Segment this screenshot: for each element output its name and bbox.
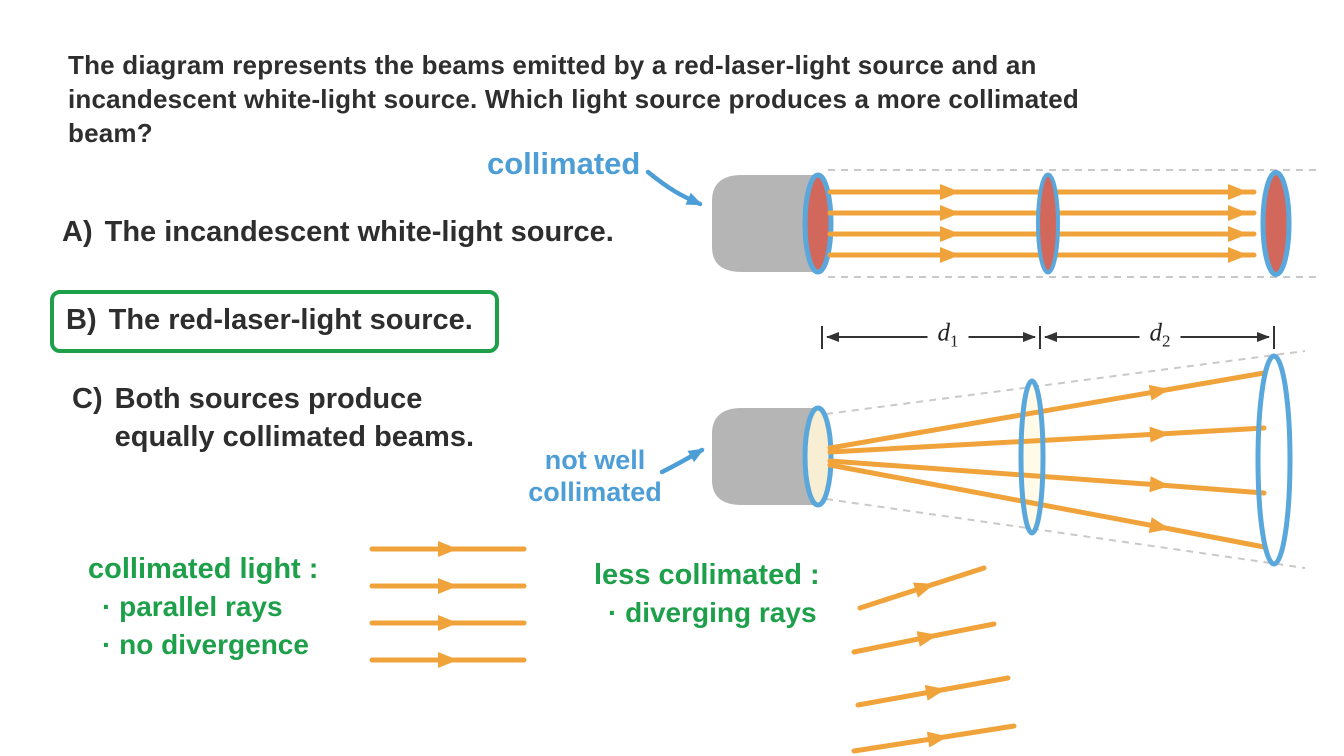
parallel-rays-demo	[369, 541, 527, 668]
diverging-demo-ray	[855, 675, 1011, 708]
option-b-correct-answer[interactable]: B) The red-laser-light source.	[50, 290, 499, 353]
not-well-line2: collimated	[528, 477, 662, 507]
diverging-demo-ray	[851, 621, 997, 655]
collimated-callout-arrow	[645, 169, 703, 207]
diverging-ray	[827, 425, 1267, 455]
less-collimated-note-bullet-1: · diverging rays	[608, 597, 817, 628]
option-c-text: Both sources produce equally collimated …	[114, 383, 475, 453]
exit-lens-bottom-fill	[1258, 356, 1290, 564]
option-a-label: A)	[62, 216, 93, 248]
laser-aperture	[802, 172, 834, 275]
d1-letter: d	[937, 319, 951, 347]
collimated-note-bullet-1: · parallel rays	[102, 591, 283, 622]
question-text: The diagram represents the beams emitted…	[68, 48, 1079, 150]
divergence-bottom-dash	[825, 498, 1306, 569]
mid-lens-top	[1036, 172, 1060, 275]
not-well-collimated-label: not well collimated	[520, 444, 670, 508]
mid-lens-bottom	[1018, 378, 1046, 536]
diverging-rays-demo	[851, 565, 1017, 754]
incandescent-diverging-rays	[827, 370, 1267, 550]
incandescent-body	[712, 408, 818, 505]
option-b-text: The red-laser-light source.	[108, 304, 473, 336]
collimated-label: collimated	[487, 146, 641, 181]
laser-body	[712, 175, 818, 272]
less-collimated-note-title: less collimated :	[594, 559, 820, 591]
not-well-collimated-callout-arrow	[659, 447, 705, 475]
question-line-1: The diagram represents the beams emitted…	[68, 50, 1037, 80]
d1-subscript: 1	[950, 331, 959, 351]
incandescent-diagram	[712, 350, 1306, 569]
d2-letter: d	[1149, 319, 1163, 347]
not-well-line1: not well	[544, 445, 646, 475]
diverging-ray	[827, 462, 1267, 550]
mid-lens-bottom-fill	[1021, 381, 1043, 533]
exit-lens-top	[1260, 170, 1292, 277]
question-line-2: incandescent white-light source. Which l…	[68, 84, 1080, 114]
option-a-text: The incandescent white-light source.	[104, 216, 614, 248]
question-line-3: beam?	[68, 118, 153, 148]
laser-diagram	[712, 169, 1318, 278]
option-c-label: C)	[72, 383, 103, 415]
diverging-demo-ray	[857, 565, 987, 611]
diverging-ray	[827, 458, 1267, 496]
less-collimated-note: less collimated : · diverging rays	[594, 556, 820, 632]
option-a[interactable]: A) The incandescent white-light source.	[62, 216, 614, 249]
diverging-demo-ray	[851, 723, 1017, 754]
dimension-lines	[821, 326, 1275, 349]
option-c[interactable]: C) Both sources produce equally collimat…	[72, 380, 523, 456]
diverging-ray	[827, 370, 1267, 451]
collimated-note: collimated light : · parallel rays · no …	[88, 550, 318, 664]
exit-lens-bottom	[1255, 353, 1293, 567]
laser-parallel-rays	[827, 184, 1257, 263]
divergence-top-dash	[825, 350, 1306, 415]
incandescent-aperture	[802, 405, 834, 508]
option-b-label: B)	[66, 304, 97, 336]
collimated-note-title: collimated light :	[88, 553, 319, 585]
d2-subscript: 2	[1162, 331, 1171, 351]
collimated-note-bullet-2: · no divergence	[102, 629, 309, 660]
d2-label: d2	[1139, 319, 1181, 354]
d1-label: d1	[927, 319, 969, 354]
